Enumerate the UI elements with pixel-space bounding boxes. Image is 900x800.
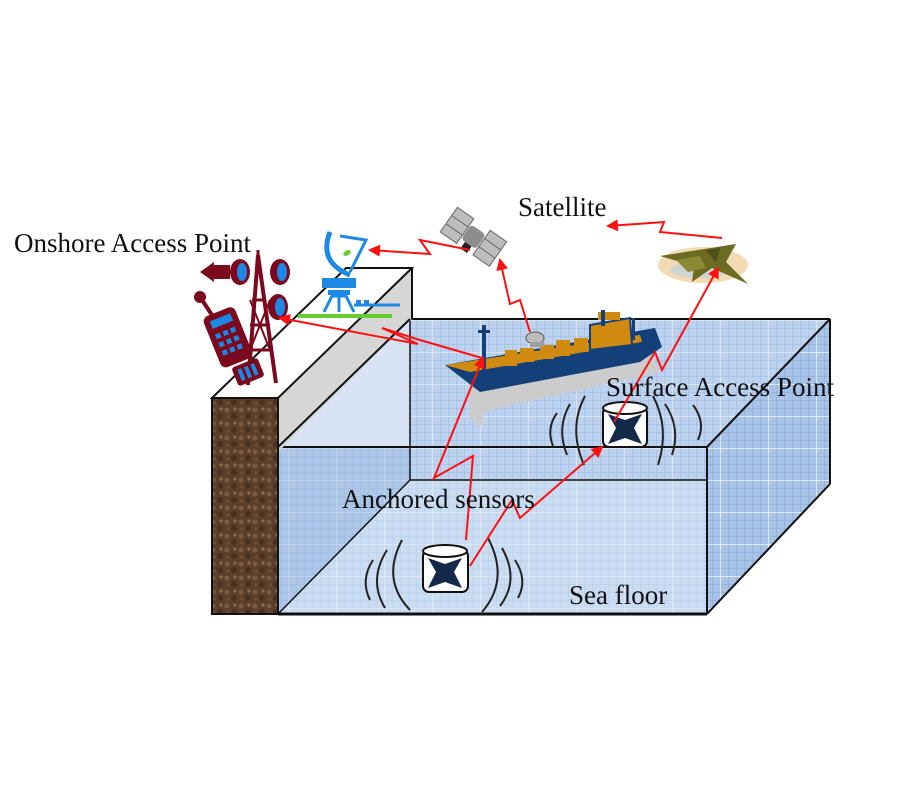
satellite-dish-icon	[298, 231, 400, 318]
cliff-top-face	[212, 268, 412, 398]
cliff-earth-face	[212, 398, 278, 614]
acoustic-waves-icon	[549, 395, 703, 466]
aircraft	[658, 244, 748, 284]
ground-station	[298, 231, 400, 318]
fighter-jet-icon	[660, 244, 748, 284]
labels: Onshore Access Point Satellite Surface A…	[14, 192, 834, 610]
radio-tower-icon	[200, 250, 290, 386]
acoustic-waves-icon	[364, 537, 524, 613]
onshore-access-point	[194, 250, 290, 386]
label-satellite: Satellite	[518, 192, 606, 222]
link-ship-to-satellite	[496, 258, 531, 333]
shore-cliff	[209, 267, 415, 615]
satellite	[439, 206, 508, 268]
link-satellite-to-dish	[368, 238, 471, 257]
ship	[445, 310, 662, 425]
sensor-buoy-icon	[602, 401, 648, 448]
anchored-sensor-node	[364, 537, 524, 613]
label-anchored-sensors: Anchored sensors	[342, 484, 535, 514]
link-ship-to-onshore	[278, 313, 483, 359]
label-onshore-access-point: Onshore Access Point	[14, 228, 251, 258]
satellite-icon	[439, 206, 508, 268]
sensor-node-icon	[422, 544, 469, 593]
mobile-phone-icon	[194, 291, 264, 386]
ship-dish-icon	[525, 331, 545, 347]
link-surface-to-aircraft	[613, 266, 719, 423]
water-volume	[277, 318, 831, 616]
cargo-ship-icon	[445, 310, 662, 425]
link-anchored-to-ship	[431, 356, 485, 541]
communication-links	[278, 219, 723, 567]
surface-access-point-node	[549, 395, 703, 466]
label-surface-access-point: Surface Access Point	[606, 372, 834, 402]
link-anchored-to-surface	[469, 445, 604, 567]
label-sea-floor: Sea floor	[569, 580, 667, 610]
link-aircraft-to-satellite	[606, 219, 723, 239]
